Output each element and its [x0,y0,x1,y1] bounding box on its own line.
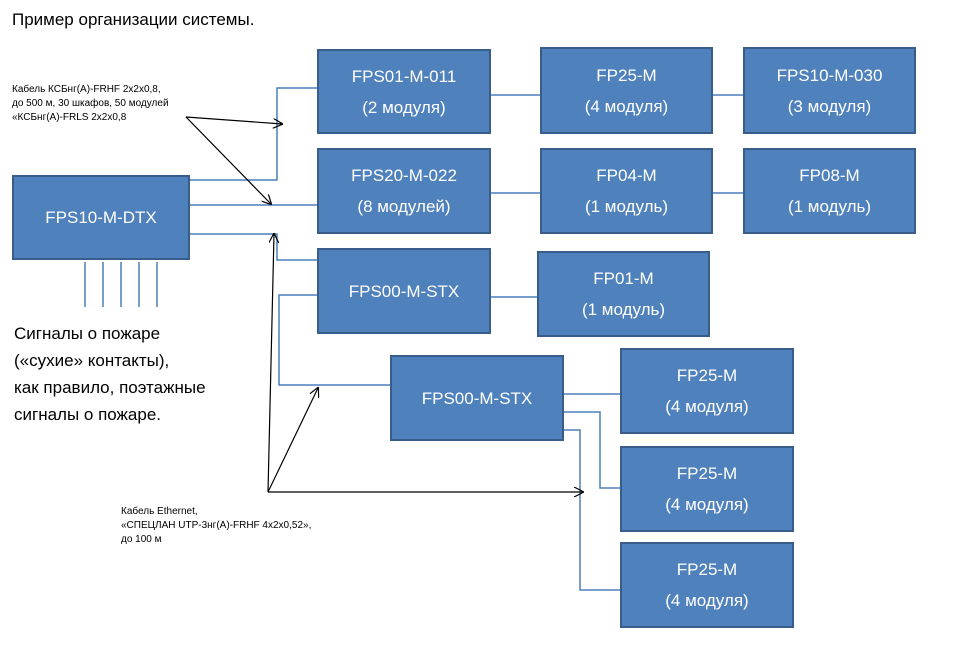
arrow-ethernet-up [267,234,274,493]
wire-dtx-stx1 [190,233,317,261]
diagram-title: Пример организации системы. [12,10,255,29]
node-modules: (3 модуля) [787,96,872,116]
callout-arrows [185,116,583,493]
node-fps10-m-030: FPS10-M-030 (3 модуля) [743,47,916,134]
node-label: FPS20-M-022 [351,166,457,185]
node-modules: (4 модуля) [665,591,749,610]
node-label: FP01-M [593,269,654,288]
node-fps00-m-stx-2: FPS00-M-STX [390,355,564,441]
arrow-cable-to-fps01 [185,116,282,124]
ethernet-cable-note: Кабель Ethernet, «СПЕЦЛАН UTP-3нг(А)-FRH… [121,506,312,545]
node-label: FP25-M [676,464,738,483]
node-fp25-m-a: FP25-M (4 модуля) [620,348,794,434]
node-fp01-m: FP01-M (1 модуль) [537,251,710,337]
blue-wires [84,87,743,591]
node-modules: (1 модуль) [584,197,669,216]
arrow-ethernet-stx2 [267,388,318,493]
node-modules: (1 модуль) [787,197,872,216]
node-label: FPS01-M-011 [351,66,457,86]
wire-stx1-stx2 [278,294,390,386]
node-label: FP08-M [799,166,860,185]
wire-dtx-fps01 [190,87,317,181]
node-fp08-m: FP08-M (1 модуль) [743,148,916,234]
fire-signals-note: Сигналы о пожаре («сухие» контакты), как… [14,324,206,424]
node-fps01-m-011: FPS01-M-011 (2 модуля) [317,49,491,134]
node-modules: (8 модулей) [357,197,451,216]
node-fp25-m-b: FP25-M (4 модуля) [620,446,794,532]
node-fp25-m-c: FP25-M (4 модуля) [620,542,794,628]
node-label: FP25-M [676,560,738,579]
wire-stx2-fp25c [564,429,620,591]
node-fps00-m-stx-1: FPS00-M-STX [317,248,491,334]
wire-stx2-fp25b [564,411,620,489]
node-label: FPS00-M-STX [421,388,533,408]
node-label: FPS00-M-STX [348,281,460,301]
node-fp04-m: FP04-M (1 модуль) [540,148,713,234]
node-fps10-m-dtx: FPS10-M-DTX [12,175,190,260]
node-label: FP04-M [596,166,657,185]
node-modules: (4 модуля) [584,96,669,116]
node-label: FP25-M [676,366,738,385]
node-modules: (4 модуля) [665,495,749,514]
node-label: FP25-M [596,65,657,85]
cable-note-top: Кабель КСБнг(А)-FRHF 2х2х0,8, до 500 м, … [12,84,169,123]
node-modules: (1 модуль) [581,300,666,319]
node-label: FPS10-M-030 [776,65,883,85]
node-fp25-m-top: FP25-M (4 модуля) [540,47,713,134]
node-modules: (2 модуля) [362,97,446,117]
node-label: FPS10-M-DTX [45,208,157,227]
node-modules: (4 модуля) [665,397,749,416]
node-fps20-m-022: FPS20-M-022 (8 модулей) [317,148,491,234]
arrow-cable-to-fps20 [185,116,271,204]
